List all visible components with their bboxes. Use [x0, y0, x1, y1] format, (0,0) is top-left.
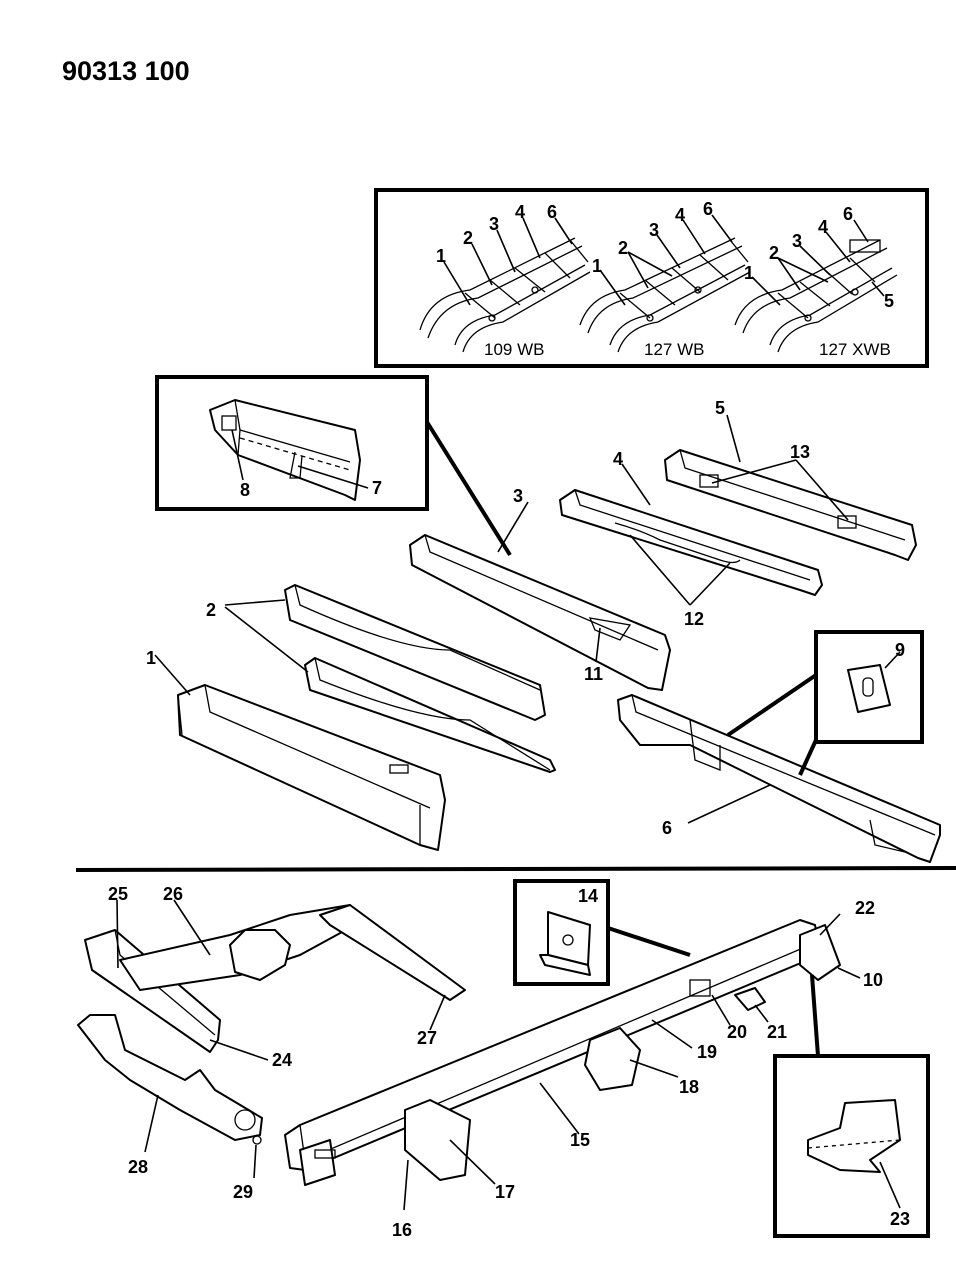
callout-1: 1 [146, 648, 156, 668]
ladder-frame-109wb [419, 237, 591, 353]
callout-109-4: 4 [515, 202, 525, 222]
callout-xwb-5: 5 [884, 291, 894, 311]
callout-13: 13 [790, 442, 810, 462]
crossmember-26 [119, 904, 356, 991]
callout-18: 18 [679, 1077, 699, 1097]
callout-109-6: 6 [547, 202, 557, 222]
callout-xwb-1: 1 [744, 263, 754, 283]
callout-109-1: 1 [436, 246, 446, 266]
callout-7: 7 [372, 478, 382, 498]
inset-leaders [443, 214, 885, 306]
plate-inset-box [814, 630, 924, 744]
inset-callouts: 1 2 3 4 6 1 2 3 4 6 1 2 3 4 6 5 [436, 199, 894, 311]
drawing-code: 90313 100 [62, 56, 190, 86]
callout-25: 25 [108, 884, 128, 904]
bracket-inset-box [513, 879, 610, 986]
callout-xwb-3: 3 [792, 231, 802, 251]
detail-inset-box [155, 375, 429, 511]
ladder-frame-127xwb [734, 239, 898, 353]
callout-22: 22 [855, 898, 875, 918]
callout-10: 10 [863, 970, 883, 990]
callout-24: 24 [272, 1050, 292, 1070]
callout-6: 6 [662, 818, 672, 838]
callout-xwb-4: 4 [818, 217, 828, 237]
frame-rail-3 [409, 534, 671, 691]
callout-109-2: 2 [463, 228, 473, 248]
callout-27: 27 [417, 1028, 437, 1048]
frame-rail-4 [559, 489, 823, 596]
callout-12: 12 [684, 609, 704, 629]
ladder-frame-127wb [579, 237, 751, 353]
frame-rail-1 [177, 684, 446, 851]
callout-15: 15 [570, 1130, 590, 1150]
frame-rail-2-upper [284, 584, 546, 721]
bracket-part-14 [539, 911, 591, 976]
label-109-wb: 109 WB [484, 340, 544, 359]
label-127-wb: 127 WB [644, 340, 704, 359]
callout-20: 20 [727, 1022, 747, 1042]
callout-16: 16 [392, 1220, 412, 1240]
callout-127-6: 6 [703, 199, 713, 219]
callout-3: 3 [513, 486, 523, 506]
wheelbase-inset-box [374, 188, 929, 368]
callout-127-1: 1 [592, 256, 602, 276]
callout-109-3: 3 [489, 214, 499, 234]
callout-14: 14 [578, 886, 598, 906]
callout-9: 9 [895, 640, 905, 660]
callout-21: 21 [767, 1022, 787, 1042]
brace-27 [319, 904, 466, 1001]
callout-xwb-2: 2 [769, 243, 779, 263]
callout-11: 11 [584, 664, 603, 684]
frame-rail-6 [617, 694, 941, 863]
callout-4: 4 [613, 449, 623, 469]
callout-8: 8 [240, 480, 250, 500]
callout-127-2: 2 [618, 238, 628, 258]
callout-17: 17 [495, 1182, 515, 1202]
callout-19: 19 [697, 1042, 717, 1062]
gusset-inset-box [773, 1054, 930, 1238]
front-crossmember [84, 929, 221, 1053]
rail-detail [209, 399, 361, 501]
callout-xwb-6: 6 [843, 204, 853, 224]
callout-127-4: 4 [675, 205, 685, 225]
callout-127-3: 3 [649, 220, 659, 240]
callout-29: 29 [233, 1182, 253, 1202]
frame-rail-2-lower [304, 657, 556, 773]
label-127-xwb: 127 XWB [819, 340, 891, 359]
callout-26: 26 [163, 884, 183, 904]
callout-5: 5 [715, 398, 725, 418]
main-frame-rail [284, 919, 841, 1186]
section-divider [75, 866, 956, 872]
callout-28: 28 [128, 1157, 148, 1177]
gusset-part-23 [807, 1099, 901, 1173]
frame-rail-5 [664, 449, 917, 561]
callout-23: 23 [890, 1209, 910, 1229]
callout-2: 2 [206, 600, 216, 620]
crossmember-28 [77, 1014, 263, 1141]
plate-part-9 [847, 664, 891, 713]
